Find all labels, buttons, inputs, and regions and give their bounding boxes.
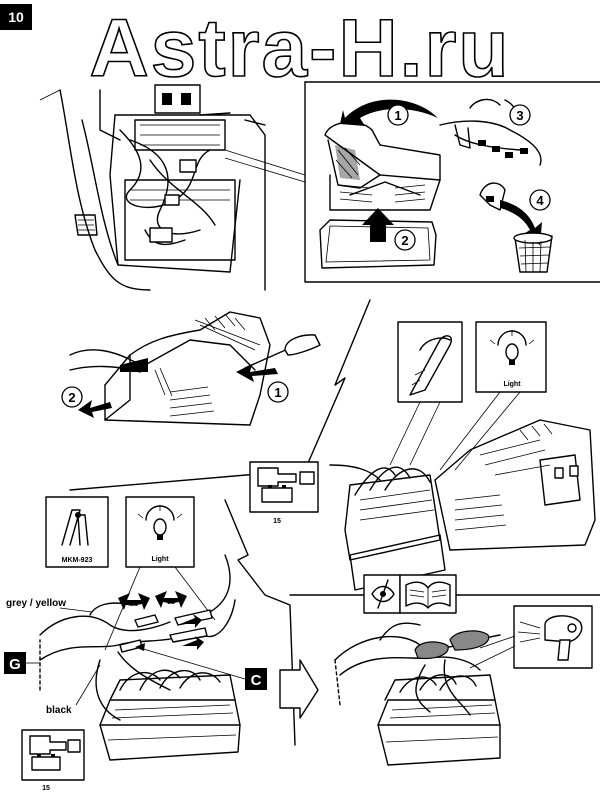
page-number: 10 — [8, 9, 24, 25]
tool-label: MKM-923 — [62, 557, 93, 564]
manual-book-icon — [399, 574, 457, 614]
eye-lens-icon — [363, 574, 401, 614]
ignition-key-box-bottom: 15 — [21, 729, 85, 792]
marker-g: G — [4, 652, 40, 674]
callout-1-label: 1 — [274, 385, 281, 400]
page-number-box: 10 — [0, 4, 32, 30]
callout-2-middle: 2 — [61, 386, 83, 408]
arrow-right-large — [279, 659, 319, 719]
step-1-label: 1 — [394, 108, 401, 123]
wire-label-black: black — [46, 705, 72, 716]
hair-dryer-icon — [513, 605, 593, 669]
marker-c: C — [135, 643, 267, 690]
tester-label-bottom: Light — [151, 556, 169, 563]
tester-box-bottom: Light — [125, 496, 195, 568]
watermark-text: Astra-H.ru — [90, 3, 511, 94]
leader-black — [75, 664, 101, 706]
step-2-label: 2 — [401, 233, 408, 248]
connector-test-illustration: Light 15 — [249, 321, 596, 591]
callout-2-label: 2 — [68, 390, 75, 405]
separator-zigzag-top — [69, 299, 371, 491]
fusebox-release-illustration — [69, 311, 321, 426]
top-right-panel — [304, 81, 600, 283]
separator-zigzag-bottom — [224, 499, 296, 746]
battery-label-bottom: 15 — [42, 785, 50, 792]
marker-g-label: G — [9, 656, 21, 673]
tool-box: MKM-923 — [45, 496, 109, 568]
fusebox-removal — [319, 98, 553, 273]
tester-label-middle: Light — [503, 381, 521, 388]
step-3: 3 — [509, 104, 531, 126]
heat-shrink-illustration — [334, 622, 516, 766]
step-1: 1 — [387, 104, 409, 126]
step-2: 2 — [394, 229, 416, 251]
dashboard-illustration — [39, 84, 306, 291]
step-3-label: 3 — [516, 108, 523, 123]
battery-label-middle: 15 — [273, 518, 281, 525]
marker-c-label: C — [251, 672, 262, 689]
wiring-repair-illustration — [39, 554, 241, 761]
callout-1-middle: 1 — [267, 381, 289, 403]
wire-label-grey-yellow: grey / yellow — [6, 598, 66, 609]
leader-grey-yellow — [59, 607, 93, 613]
step-4: 4 — [529, 189, 551, 211]
step-4-label: 4 — [536, 193, 544, 208]
